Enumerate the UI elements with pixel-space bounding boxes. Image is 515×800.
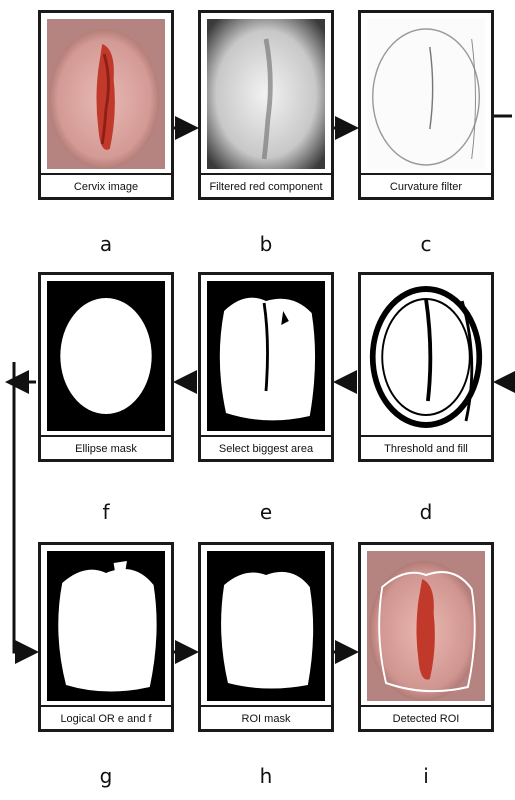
arrow-f-to-g xyxy=(14,362,36,652)
